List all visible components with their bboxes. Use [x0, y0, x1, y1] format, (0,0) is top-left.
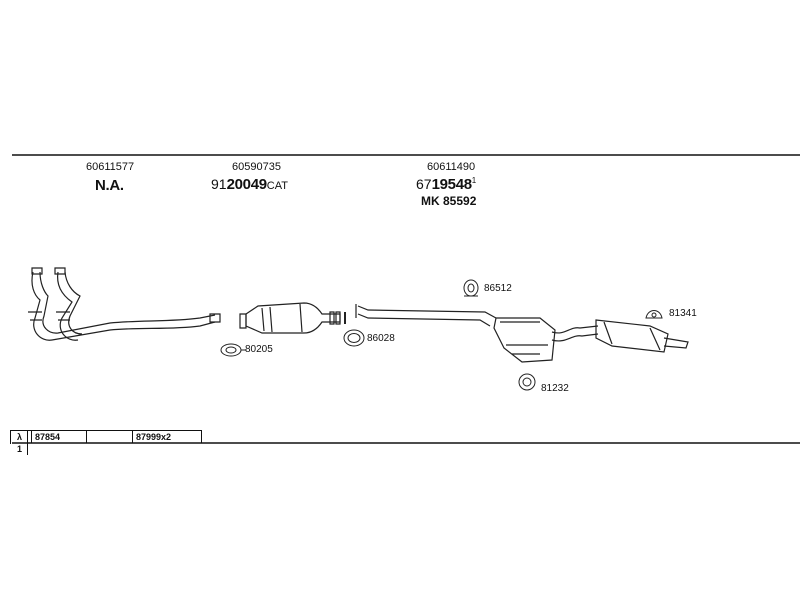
ring-86028-drawing — [343, 329, 365, 347]
col3-main-sup: 1 — [471, 176, 477, 185]
footer-cell-2 — [87, 431, 133, 443]
col3-sub-label: MK 85592 — [421, 194, 477, 208]
lambda-sup: 1 — [14, 443, 28, 455]
col3-part-number: 60611490 — [427, 161, 476, 173]
front-pipe-drawing — [28, 267, 221, 341]
footer-cell-3: 87999x2 — [133, 431, 202, 443]
mount-86512-drawing — [463, 279, 479, 297]
col3-main-line: 67195481 — [416, 177, 476, 193]
callout-86512: 86512 — [484, 283, 512, 294]
callout-81232: 81232 — [541, 383, 569, 394]
col1-main-label: N.A. — [95, 177, 124, 194]
silencer-assembly-drawing — [355, 304, 689, 363]
col1-part-number: 60611577 — [86, 161, 135, 173]
lambda-symbol: λ — [14, 431, 28, 443]
col2-part-number: 60590735 — [232, 161, 281, 173]
col2-main-line: 9120049CAT — [211, 177, 288, 193]
col2-main-suffix: CAT — [266, 180, 288, 192]
col3-main-prefix: 67 — [416, 176, 432, 192]
col3-main-number: 19548 — [431, 176, 473, 193]
callout-86028: 86028 — [367, 333, 395, 344]
footer-cell-1: 87854 — [32, 431, 87, 443]
hanger-81341-drawing — [645, 310, 663, 319]
col2-main-number: 20049 — [226, 176, 268, 193]
catalytic-converter-drawing — [239, 302, 346, 334]
callout-80205: 80205 — [245, 344, 273, 355]
clamp-81232-drawing — [518, 373, 536, 391]
callout-81341: 81341 — [669, 308, 697, 319]
gasket-80205-drawing — [220, 343, 246, 357]
col2-main-prefix: 91 — [211, 176, 227, 192]
